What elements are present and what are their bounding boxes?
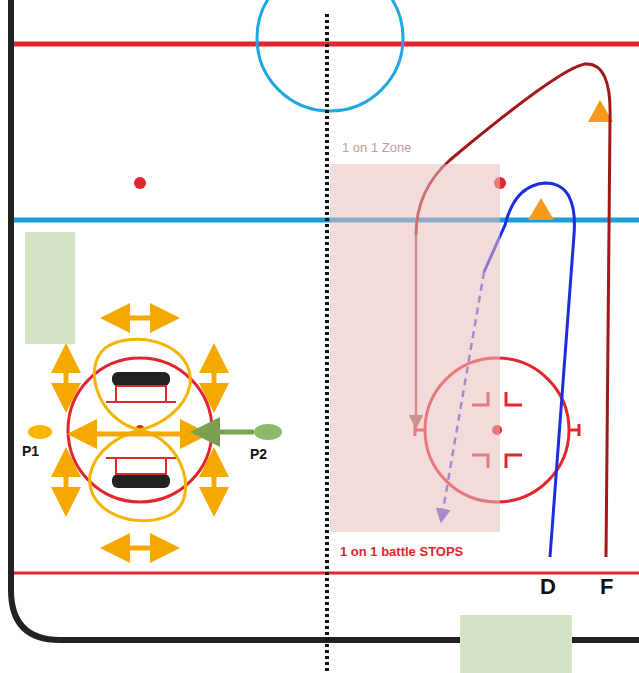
zone-label: 1 on 1 Zone bbox=[330, 140, 500, 155]
zone-shading bbox=[330, 164, 500, 532]
player-label: P2 bbox=[250, 446, 267, 462]
drill-zone: 1 on 1 Zone bbox=[330, 140, 500, 532]
player-label: P1 bbox=[22, 443, 39, 459]
player-label: F bbox=[600, 574, 613, 600]
drill-note: 1 on 1 battle STOPS bbox=[340, 544, 463, 559]
player-label: D bbox=[540, 574, 556, 600]
